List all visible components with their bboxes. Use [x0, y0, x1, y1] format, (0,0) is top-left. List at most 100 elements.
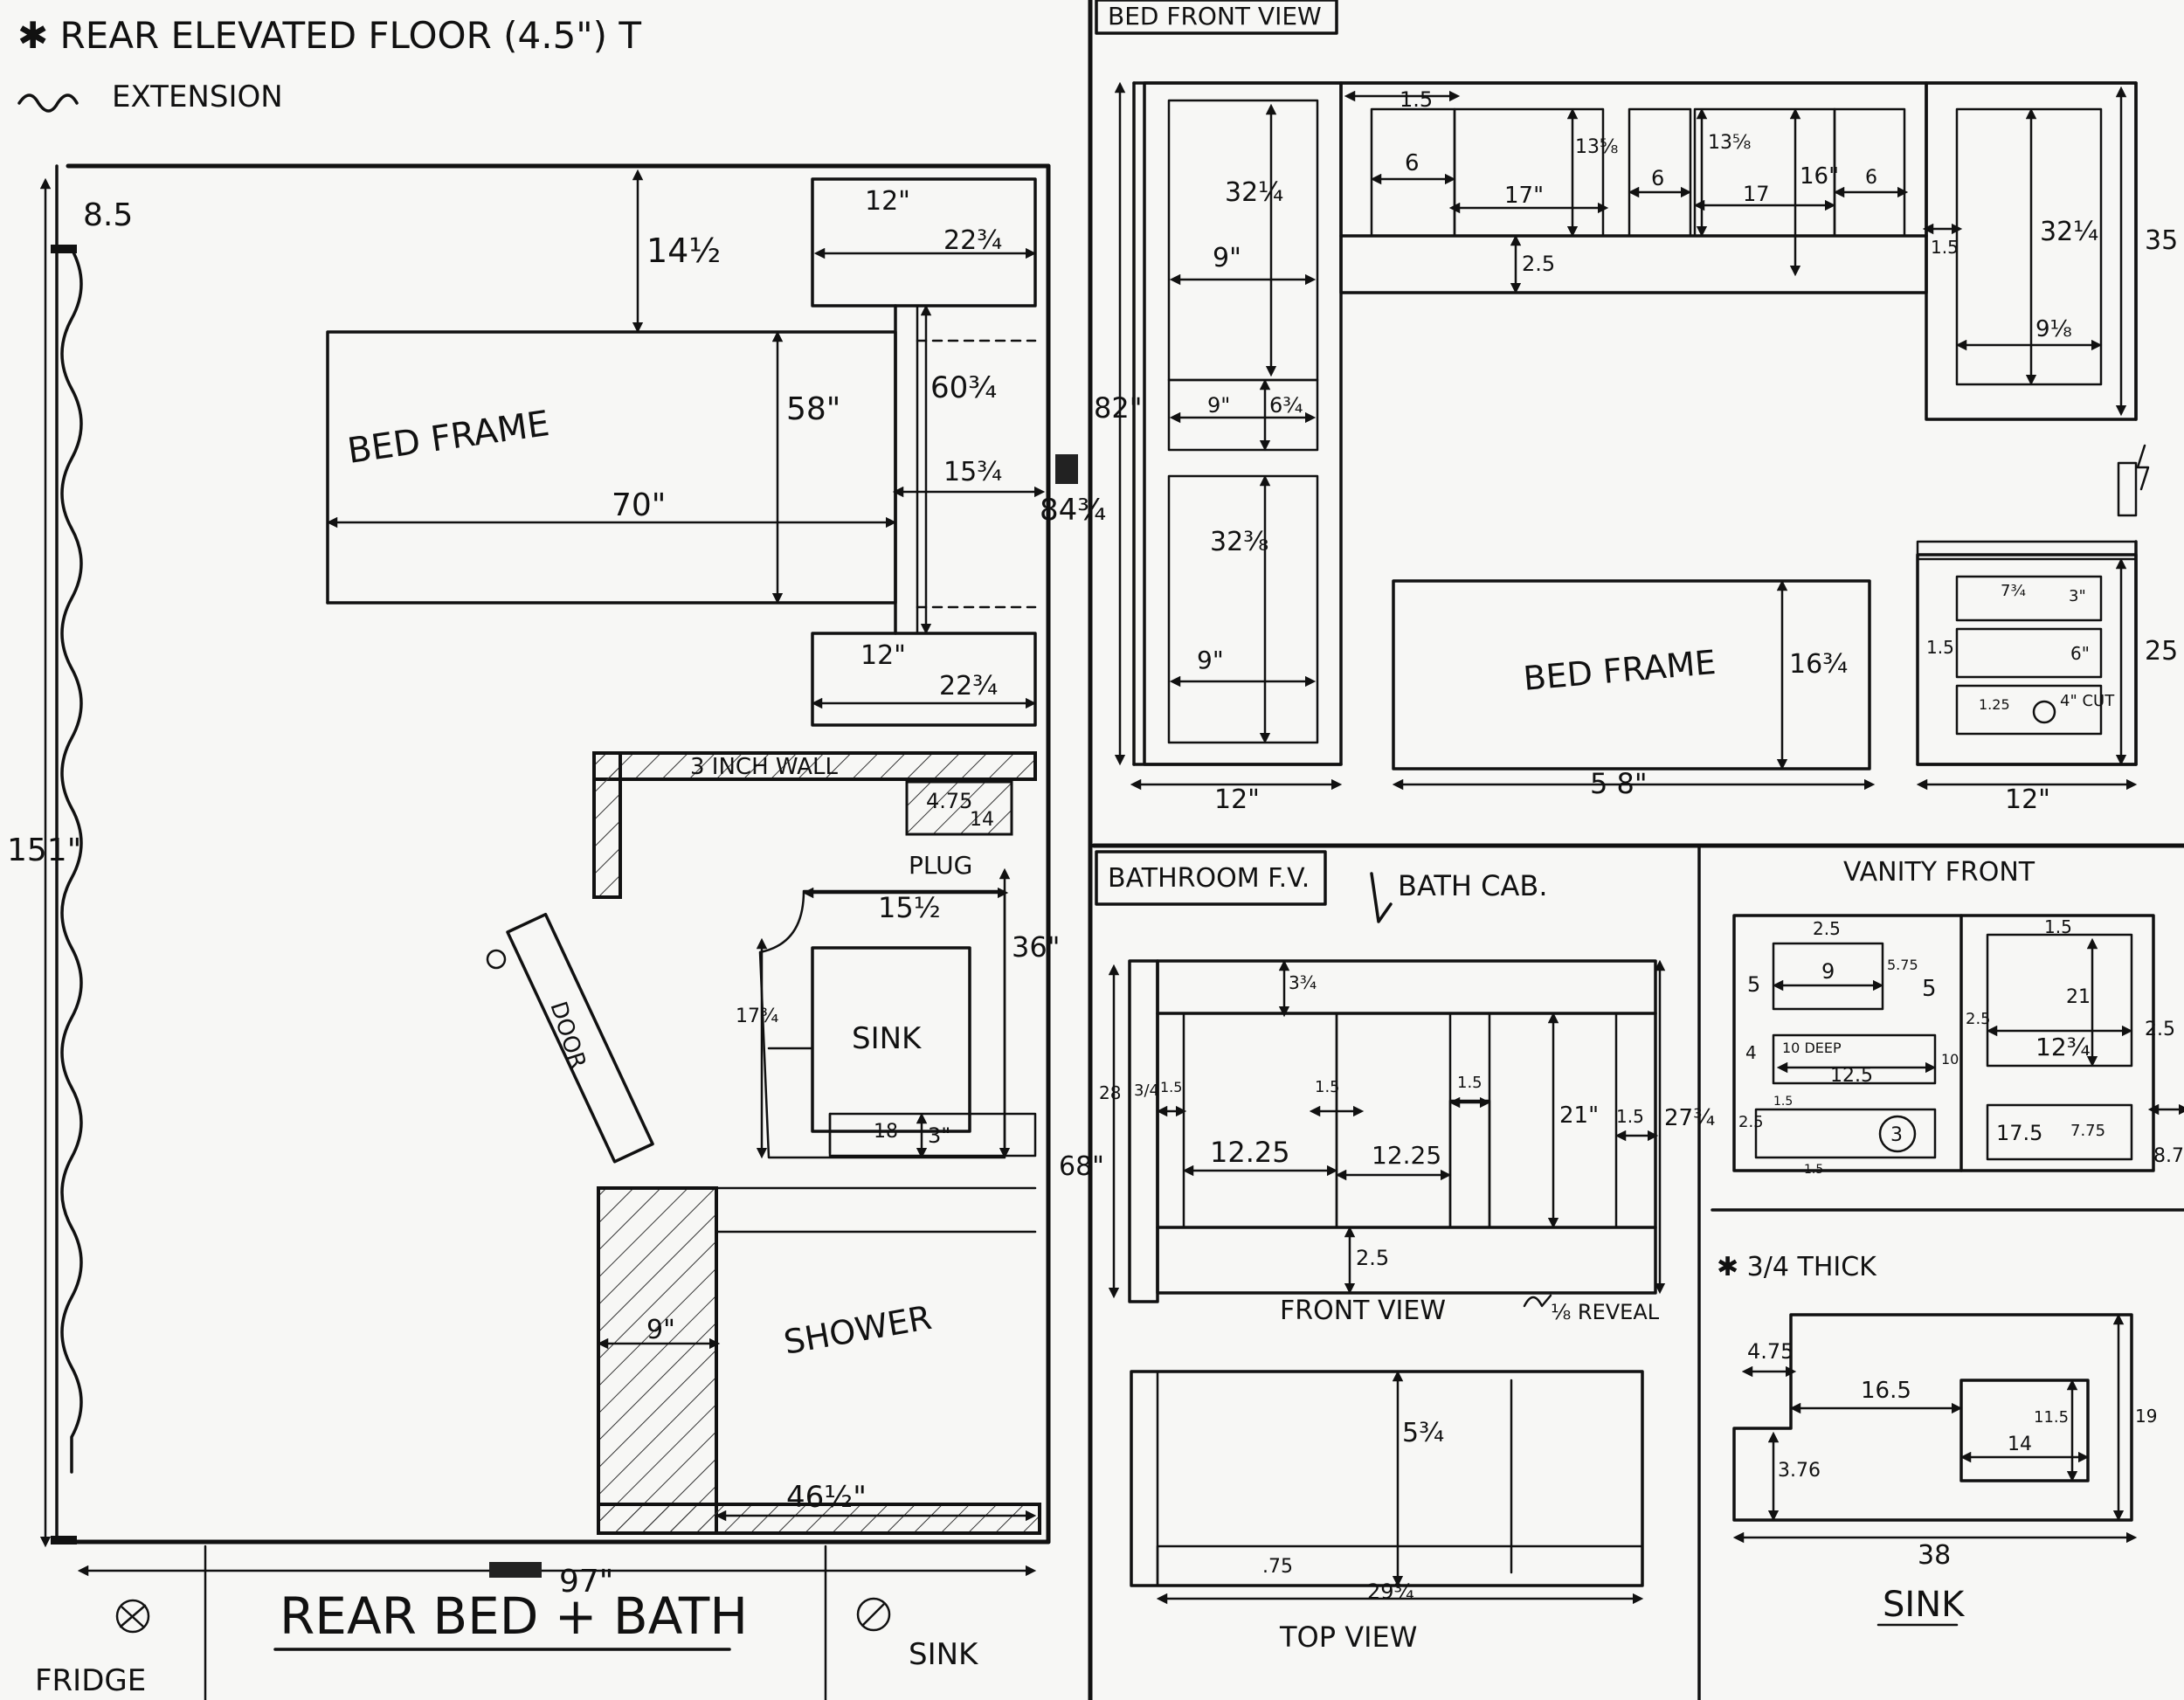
top-view-label: TOP VIEW	[1279, 1621, 1417, 1654]
bath-dim-12-25-b: 12.25	[1372, 1141, 1441, 1170]
dim-17-b: 17	[1743, 182, 1770, 206]
dim-36: 36"	[1012, 930, 1060, 964]
bath-dim-3-75: 3¾	[1289, 972, 1317, 993]
dim-3: 3"	[928, 1123, 950, 1148]
dim-9-c: 9"	[1197, 646, 1224, 674]
van-dim-21: 21	[2066, 986, 2091, 1008]
dim-14-5: 14½	[646, 232, 721, 270]
bath-dim-1-5-c: 1.5	[1457, 1074, 1482, 1092]
dim-12-left: 12"	[1214, 784, 1260, 815]
dim-84-75: 84¾	[1040, 493, 1106, 528]
dim-32-25-a: 32¼	[1225, 177, 1283, 208]
bath-dim-1-5-d: 1.5	[1616, 1106, 1644, 1127]
dim-9: 9"	[646, 1315, 675, 1345]
section-dividers	[1088, 0, 2184, 1700]
van-dim-5-75: 5.75	[1887, 957, 1918, 973]
dim-32-5: 32⅜	[1210, 527, 1268, 557]
extension-note: EXTENSION	[112, 79, 283, 114]
extension-squiggle-icon	[17, 93, 79, 113]
extension-wall	[60, 247, 83, 1474]
bath-dim-21: 21"	[1559, 1102, 1599, 1129]
shower-label: SHOWER	[781, 1298, 935, 1362]
sink-dim-16-5: 16.5	[1861, 1378, 1911, 1404]
bath-wall-left	[592, 751, 622, 899]
van-dim-4: 4	[1745, 1042, 1757, 1063]
dim-16-75: 16¾	[1789, 649, 1848, 680]
sink-dim-4-75: 4.75	[1747, 1339, 1794, 1364]
dim-6-b: 6	[1651, 166, 1664, 190]
plug-box	[905, 780, 1013, 836]
fridge-label: FRIDGE	[35, 1663, 146, 1698]
dim-82: 82"	[1094, 391, 1142, 425]
rear-floor-note: ✱ REAR ELEVATED FLOOR (4.5") T	[17, 14, 641, 57]
sink-dim-11-5: 11.5	[2034, 1408, 2069, 1427]
van-dim-8-7: 8.7	[2153, 1145, 2184, 1167]
dim-12-a: 12"	[865, 186, 910, 217]
bath-dim-5-75: 5¾	[1402, 1418, 1444, 1448]
dim-7-75: 7¾	[2001, 582, 2026, 600]
power-outlet-icon	[2136, 444, 2150, 491]
reveal-arrow-icon	[1523, 1294, 1552, 1308]
plug-label: PLUG	[909, 851, 972, 880]
bath-fv-title: BATHROOM F.V.	[1108, 863, 1310, 894]
sink-dim-14: 14	[2008, 1434, 2032, 1455]
dim-60-75: 60¾	[930, 370, 997, 405]
sink-label: SINK	[852, 1021, 923, 1056]
van-dim-9: 9	[1821, 959, 1835, 984]
van-dim-2-5-b: 2.5	[1966, 1010, 1991, 1028]
van-dim-1-5-c: 1.5	[1804, 1163, 1823, 1177]
dim-6-a: 6	[1405, 150, 1420, 176]
bath-dim-1-5-a: 1.5	[1160, 1079, 1182, 1095]
dim-70: 70"	[612, 487, 666, 523]
dim-6-c: 6	[1865, 167, 1877, 189]
bathroom-front-view: BATHROOM F.V. BATH CAB. 3¾ 68" 28 3/4 1.…	[1059, 850, 1715, 1654]
van-dim-10-deep: 10 DEEP	[1782, 1040, 1842, 1056]
dim-12-right: 12"	[2005, 784, 2050, 815]
sink-marker-label: SINK	[909, 1637, 979, 1672]
dim-1-5-a: 1.5	[1400, 87, 1433, 112]
dim-97: 97"	[559, 1564, 613, 1600]
dim-2-5: 2.5	[1522, 252, 1555, 276]
bath-dim-28: 28	[1099, 1082, 1121, 1103]
sink-dim-19: 19	[2135, 1406, 2157, 1427]
dim-6-75: 6¾	[1269, 393, 1303, 418]
notes: ✱ REAR ELEVATED FLOOR (4.5") T EXTENSION	[17, 14, 641, 114]
dim-58-front: 5 8"	[1590, 767, 1648, 800]
bathcab-label: BATH CAB.	[1398, 869, 1548, 902]
bath-dim-1-5-b: 1.5	[1315, 1078, 1340, 1096]
dim-18: 18	[874, 1121, 898, 1143]
van-dim-2-5-c: 2.5	[2145, 1019, 2175, 1040]
dim-1-5-c: 1.5	[1926, 637, 1954, 658]
dim-15-75: 15¾	[943, 457, 1002, 487]
dim-32-25-b: 32¼	[2040, 217, 2098, 247]
sink-dim-38: 38	[1918, 1540, 1951, 1571]
bed-front-bed-frame-label: BED FRAME	[1522, 643, 1717, 698]
dim-15-5: 15½	[878, 891, 941, 924]
plan-title: REAR BED + BATH	[280, 1586, 748, 1646]
sink-top-title: SINK	[1883, 1585, 1966, 1625]
dim-1-5-b: 1.5	[1931, 237, 1959, 258]
van-dim-2-5-a: 2.5	[1813, 918, 1841, 939]
floor-plan: 8.5 151" 12" 22¾ 14½ BED FRAME 70" 58" 6…	[7, 163, 1106, 1700]
bed-frame-label: BED FRAME	[345, 404, 552, 472]
van-dim-1-5-b: 1.5	[1773, 1095, 1793, 1109]
dim-17-a: 17"	[1504, 183, 1544, 209]
reveal-label: ⅛ REVEAL	[1551, 1300, 1660, 1324]
bath-dim-29-75: 29¾	[1367, 1579, 1414, 1604]
wall-label: 3 INCH WALL	[690, 754, 838, 780]
dim-6-in: 6"	[2070, 643, 2090, 664]
sink-top-view: ✱ 3/4 THICK 4.75 16.5 11.5 14 19 3.76 38…	[1717, 1252, 2157, 1627]
dim-3-in: 3"	[2069, 587, 2086, 605]
dim-9-5: 9⅛	[2035, 316, 2072, 342]
van-dim-17-5: 17.5	[1996, 1121, 2042, 1145]
van-dim-7-75: 7.75	[2070, 1122, 2105, 1140]
thick-note: ✱ 3/4 THICK	[1717, 1252, 1877, 1282]
sink-box	[811, 946, 971, 1133]
sink-outlet-icon	[856, 1597, 891, 1632]
dim-4-75: 4.75	[926, 789, 972, 813]
van-dim-2-5-d: 2.5	[1738, 1113, 1764, 1131]
dim-9-b: 9"	[1207, 393, 1230, 418]
dim-9-a: 9"	[1213, 243, 1241, 273]
van-dim-12-5: 12.5	[1830, 1065, 1873, 1087]
